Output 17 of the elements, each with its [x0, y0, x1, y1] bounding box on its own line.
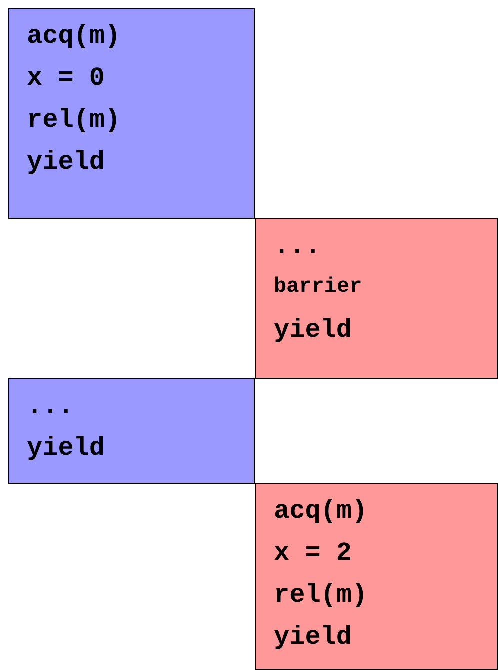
code-line: yield: [274, 314, 352, 347]
code-line: x = 2: [274, 537, 352, 570]
code-block: [8, 378, 255, 484]
code-line: yield: [27, 432, 106, 465]
code-line: acq(m): [27, 20, 121, 53]
code-block: [255, 218, 498, 379]
code-line: acq(m): [274, 495, 368, 528]
code-line: yield: [274, 621, 352, 654]
code-line: ...: [27, 390, 74, 423]
code-block: [8, 8, 255, 219]
code-line: rel(m): [274, 579, 368, 612]
code-block: [255, 483, 498, 670]
code-line: rel(m): [27, 104, 121, 137]
code-line: ...: [274, 230, 321, 263]
code-line: x = 0: [27, 62, 106, 95]
code-line: yield: [27, 146, 106, 179]
code-line: barrier: [274, 275, 362, 301]
